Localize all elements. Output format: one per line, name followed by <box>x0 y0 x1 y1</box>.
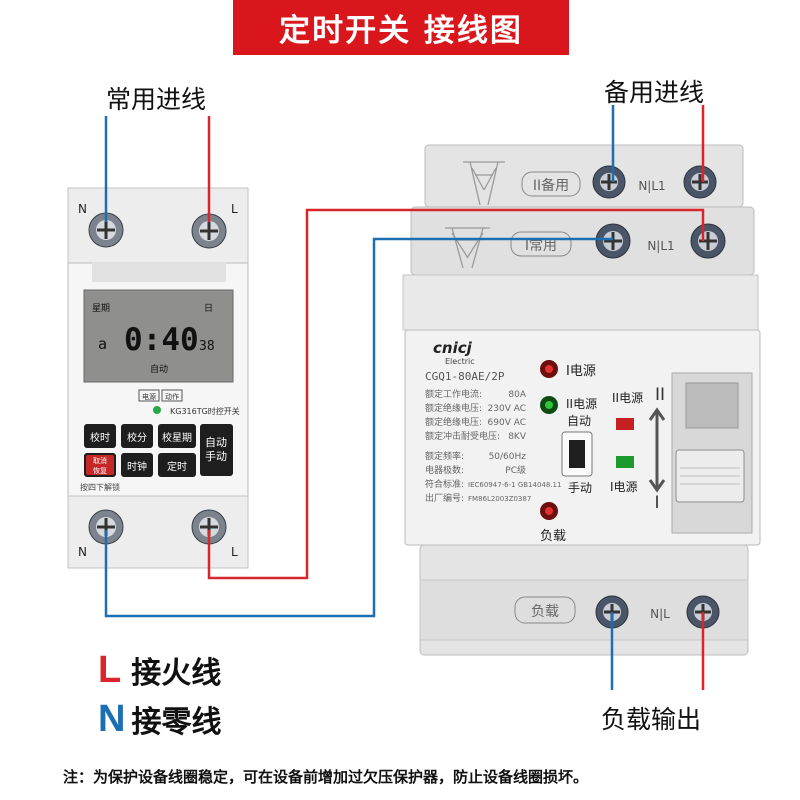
action-indicator-frame <box>161 389 183 402</box>
load-output-label: 负载输出 <box>601 705 702 734</box>
power-indicator-frame <box>138 389 160 402</box>
ats-spec-value: 50/60Hz <box>489 452 527 462</box>
ats-brand: cnicj <box>433 339 473 357</box>
legend-live-letter: L <box>98 648 122 691</box>
btn-minute-adjust-label: 校分 <box>127 431 147 444</box>
ats-common-l-screw <box>690 223 726 259</box>
ats-model: CGQ1-80AE/2P <box>425 370 505 383</box>
ats-spec-value: 690V AC <box>488 418 526 428</box>
position-arrow-icon <box>648 407 666 493</box>
load-lamp-label: 负载 <box>540 529 566 544</box>
manual-label: 手动 <box>568 481 592 495</box>
wires <box>104 105 705 690</box>
wire-timer-live-to-ats <box>207 208 705 580</box>
power-indicator-label: 电源 <box>142 392 156 401</box>
ats-spec-name: 额定绝缘电压: <box>425 416 482 428</box>
legend-live: L 接火线 <box>98 648 221 692</box>
common-tag: I常用 <box>525 238 557 254</box>
ats-spec-list: 额定工作电流: 80A 额定绝缘电压: 230V AC 额定绝缘电压: 690V AC 额定… <box>425 388 561 504</box>
unlock-hint: 按四下解锁 <box>80 482 120 492</box>
load-tag: 负载 <box>531 604 559 620</box>
ats-brand-sub: Electric <box>445 357 475 366</box>
load-tag-frame <box>514 596 576 624</box>
legend-live-text: 接火线 <box>131 656 222 691</box>
btn-week-adjust-label: 校星期 <box>162 431 192 444</box>
timer-terminal-l-top: L <box>231 202 238 216</box>
legend-neutral-text: 接零线 <box>131 705 222 740</box>
ats-spec-name: 额定绝缘电压: <box>425 402 482 414</box>
btn-minute-adjust[interactable]: 校分 <box>121 424 153 448</box>
diagram-title: 定时开关 接线图 <box>279 13 523 49</box>
ats-spec-value: 230V AC <box>488 404 526 414</box>
ats-spec-value: 80A <box>508 390 526 400</box>
btn-clock-label: 时钟 <box>127 460 147 473</box>
timer-terminal-l-bottom: L <box>231 545 238 559</box>
position-one-label: I <box>654 493 659 513</box>
ats-switch: II备用 I常用 N|L1 N|L1 cnicj Electric CGQ1-8… <box>402 144 761 656</box>
power2-label: II电源 <box>566 397 597 411</box>
ats-common-n-screw <box>595 223 631 259</box>
timer-terminal-n-bottom: N <box>78 545 87 559</box>
power2-indicator <box>616 418 634 430</box>
ats-spec-name: 额定冲击耐受电压: <box>425 430 500 442</box>
btn-time-adjust[interactable]: 校时 <box>84 424 116 448</box>
power-led <box>153 406 161 414</box>
btn-time-adjust-label: 校时 <box>90 431 110 444</box>
load-terminal-label: N|L <box>650 607 670 621</box>
backup-terminal-label: N|L1 <box>638 179 665 193</box>
common-terminal-label: N|L1 <box>647 239 674 253</box>
ats-spec-value: PC级 <box>505 464 526 476</box>
auto-label: 自动 <box>567 414 591 428</box>
backup-tag: II备用 <box>533 177 569 194</box>
timer-n-top-screw <box>88 212 124 248</box>
timer-switch: N L 星期 日 a 0:40 38 自动 电源 动作 KG316TG时控开关 … <box>67 187 249 569</box>
lcd-time: 0:40 <box>124 322 199 358</box>
lcd-mode: 自动 <box>150 363 168 375</box>
lcd-week: 星期 <box>92 303 110 314</box>
diagram-title-banner: 定时开关 接线图 <box>233 0 569 55</box>
power2-right-label: II电源 <box>612 391 643 405</box>
common-tag-frame <box>510 231 572 257</box>
btn-cancel-restore[interactable]: 取消恢复 <box>84 453 116 477</box>
backup-input-label: 备用进线 <box>604 78 705 107</box>
ats-spec-name: 出厂编号: <box>425 492 464 504</box>
ats-spec-name: 额定频率: <box>425 450 464 462</box>
power1-indicator <box>616 456 634 468</box>
timer-lcd <box>83 289 234 383</box>
ats-spec-name: 电器极数: <box>425 464 464 476</box>
power1-right-label: I电源 <box>610 480 638 494</box>
backup-tag-frame <box>521 171 581 197</box>
timer-terminal-n-top: N <box>78 202 87 216</box>
ats-spec-value: IEC60947-6-1 GB14048.11 <box>468 481 561 489</box>
lcd-day: 日 <box>204 303 213 314</box>
timer-model: KG316TG时控开关 <box>170 406 240 416</box>
btn-timer[interactable]: 定时 <box>158 453 196 477</box>
power1-label: I电源 <box>566 364 596 379</box>
wire-timer-neutral-to-ats <box>104 237 613 618</box>
timer-l-top-screw <box>191 213 227 249</box>
action-indicator-label: 动作 <box>165 392 179 401</box>
ats-backup-l-screw <box>683 165 717 199</box>
btn-auto-manual[interactable]: 自动手动 <box>200 424 233 476</box>
btn-cancel-restore-label: 取消恢复 <box>93 456 107 475</box>
ats-spec-name: 额定工作电流: <box>425 388 482 400</box>
timer-l-bottom-screw <box>191 509 227 545</box>
timer-n-bottom-screw <box>88 509 124 545</box>
btn-timer-label: 定时 <box>167 460 187 473</box>
btn-clock[interactable]: 时钟 <box>121 453 153 477</box>
legend-neutral: N 接零线 <box>98 697 221 741</box>
ats-spec-value: FM86L2003Z0387 <box>468 495 531 503</box>
lcd-seconds: 38 <box>199 339 215 354</box>
ats-backup-n-screw <box>592 165 626 199</box>
footnote: 注：为保护设备线圈稳定，可在设备前增加过欠压保护器，防止设备线圈损坏。 <box>63 768 589 786</box>
lcd-prefix: a <box>98 335 107 353</box>
ats-spec-value: 8KV <box>508 432 527 442</box>
position-two-label: II <box>655 385 665 405</box>
legend-neutral-letter: N <box>98 697 126 740</box>
btn-week-adjust[interactable]: 校星期 <box>158 424 196 448</box>
ats-spec-name: 符合标准: <box>425 478 464 490</box>
btn-auto-manual-label: 自动手动 <box>205 436 227 463</box>
common-input-label: 常用进线 <box>106 85 207 114</box>
